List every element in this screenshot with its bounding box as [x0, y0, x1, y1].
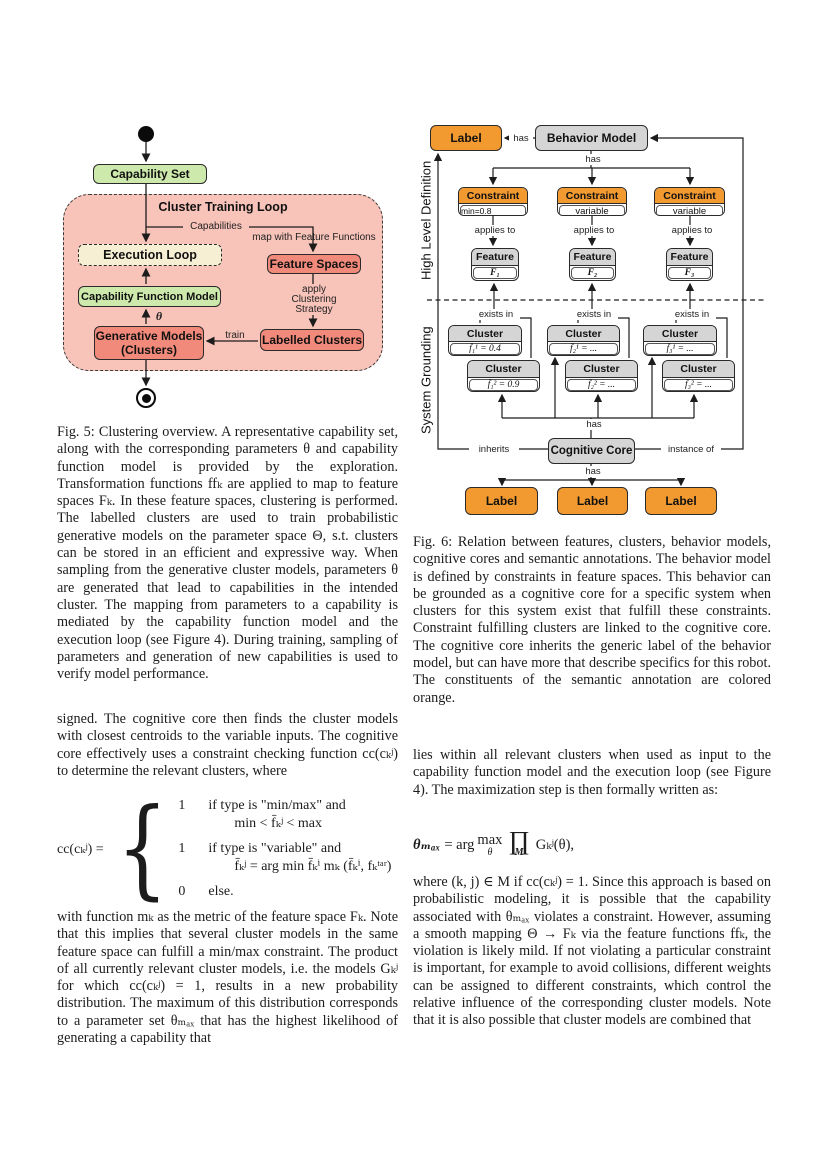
label-node-bottom-3: Label	[645, 487, 717, 515]
edge-label-has-cc-bottom: has	[581, 466, 605, 477]
left-paragraph-1: signed. The cognitive core then finds th…	[57, 711, 398, 779]
edge-label-exists-in-2: exists in	[570, 309, 618, 320]
feature-value: F₂	[571, 267, 614, 279]
equation-product: ∏ M	[508, 825, 530, 858]
cluster-title: Cluster	[468, 361, 539, 378]
axis-label-high-level-definition: High Level Definition	[418, 160, 434, 280]
cluster-node-3b: Cluster f̄₃² = ...	[662, 360, 735, 392]
constraint-value: min=0.8 max=1.0	[460, 205, 526, 215]
figure6-caption: Fig. 6: Relation between features, clust…	[413, 534, 771, 706]
equation-case-row: 1 if type is "variable" and	[178, 841, 342, 856]
feature-node-1: Feature F₁	[471, 248, 519, 281]
cluster-title: Cluster	[548, 326, 619, 342]
constraint-check-equation: cc(cₖʲ) = { 1 if type is "min/max" and m…	[57, 793, 398, 905]
generative-models-node: Generative Models (Clusters)	[94, 326, 204, 360]
edge-label-capabilities: Capabilities	[183, 221, 249, 232]
edge-label-instance-of: instance of	[661, 444, 721, 455]
end-node	[136, 388, 156, 408]
figure6-diagram: High Level Definition System Grounding L…	[415, 118, 770, 518]
equation-case-row: 0 else.	[178, 884, 234, 899]
constraint-value: variable	[559, 205, 625, 215]
cluster-value: f̄₃¹ = ...	[645, 343, 715, 355]
cluster-node-2a: Cluster f̄₂¹ = ...	[547, 325, 620, 356]
equation-case-row: f̄ₖʲ = arg min f̄ₖⁱ mₖ (f̄ₖⁱ, fₖᵗᵃʳ)	[234, 859, 392, 874]
figure5-diagram: Capability Set Cluster Training Loop Cap…	[60, 123, 390, 417]
cluster-value: f̄₂² = ...	[567, 379, 636, 391]
cluster-training-loop-title: Cluster Training Loop	[158, 200, 288, 214]
cluster-value: f̄₁¹ = 0.4	[450, 343, 520, 355]
edge-label-has-cc-top: has	[582, 419, 606, 430]
cluster-node-1a: Cluster f̄₁¹ = 0.4	[448, 325, 522, 356]
constraint-title: Constraint	[459, 188, 527, 204]
maximization-equation: θₘₐₓ = arg max θ ∏ M Gₖʲ(θ),	[413, 822, 771, 868]
edge-label-applies-to-1: applies to	[469, 225, 521, 236]
edge-label-inherits: inherits	[469, 444, 519, 455]
edge-label-apply: apply	[286, 284, 342, 295]
equation-theta-max: θₘₐₓ	[413, 837, 441, 853]
feature-node-3: Feature F₃	[666, 248, 713, 281]
figure5-caption: Fig. 5: Clustering overview. A represent…	[57, 424, 398, 683]
cluster-title: Cluster	[663, 361, 734, 378]
feature-node-2: Feature F₂	[569, 248, 616, 281]
equation-rhs: Gₖʲ(θ),	[535, 836, 575, 853]
feature-spaces-node: Feature Spaces	[267, 254, 361, 274]
constraint-title: Constraint	[655, 188, 724, 204]
edge-label-strategy: Strategy	[286, 304, 342, 315]
edge-label-clustering: Clustering	[286, 294, 342, 305]
left-paragraph-2: with function mₖ as the metric of the fe…	[57, 909, 398, 1047]
feature-title: Feature	[667, 249, 712, 266]
edge-label-exists-in-3: exists in	[668, 309, 716, 320]
generative-models-label: Generative Models	[95, 329, 203, 343]
axis-label-system-grounding: System Grounding	[418, 326, 434, 435]
feature-value: F₃	[668, 267, 711, 279]
equation-case-row: min < f̄ₖʲ < max	[234, 816, 322, 831]
feature-value: F₁	[473, 267, 517, 279]
edge-label-applies-to-3: applies to	[666, 225, 718, 236]
edge-label-has-top: has	[509, 133, 533, 144]
equation-cases: 1 if type is "min/max" and min < f̄ₖʲ < …	[178, 797, 391, 901]
edge-label-applies-to-2: applies to	[568, 225, 620, 236]
constraint-node-3: Constraint variable	[654, 187, 725, 216]
cluster-title: Cluster	[449, 326, 521, 342]
capability-set-node: Capability Set	[93, 164, 207, 184]
start-node	[138, 126, 154, 142]
edge-label-theta: θ	[155, 309, 163, 323]
feature-title: Feature	[472, 249, 518, 266]
label-node-top: Label	[430, 125, 502, 151]
constraint-value: variable	[656, 205, 723, 215]
constraint-node-1: Constraint min=0.8 max=1.0	[458, 187, 528, 216]
cluster-value: f̄₂¹ = ...	[549, 343, 618, 355]
equation-lhs: cc(cₖʲ) =	[57, 841, 104, 857]
equation-mid: = arg	[444, 836, 475, 853]
label-node-bottom-1: Label	[465, 487, 538, 515]
right-paragraph-2: where (k, j) ∈ M if cc(cₖʲ) = 1. Since t…	[413, 874, 771, 1029]
feature-title: Feature	[570, 249, 615, 266]
equation-argmax: max θ	[477, 831, 503, 858]
execution-loop-node: Execution Loop	[78, 244, 222, 266]
labelled-clusters-node: Labelled Clusters	[260, 329, 364, 351]
capability-function-model-node: Capability Function Model	[78, 286, 221, 307]
cluster-title: Cluster	[644, 326, 716, 342]
cluster-node-3a: Cluster f̄₃¹ = ...	[643, 325, 717, 356]
edge-label-exists-in-1: exists in	[472, 309, 520, 320]
right-paragraph-1: lies within all relevant clusters when u…	[413, 747, 771, 798]
generative-models-sublabel: (Clusters)	[120, 343, 177, 357]
constraint-node-2: Constraint variable	[557, 187, 627, 216]
cognitive-core-node: Cognitive Core	[548, 438, 635, 464]
cluster-value: f̄₃² = ...	[664, 379, 733, 391]
equation-brace: {	[116, 786, 168, 911]
edge-label-map-with-feature-functions: map with Feature Functions	[252, 232, 376, 243]
equation-case-row: 1 if type is "min/max" and	[178, 798, 346, 813]
edge-label-has-bm: has	[581, 154, 605, 165]
edge-label-train: train	[225, 330, 245, 341]
cluster-value: f̄₁² = 0.9	[469, 379, 538, 391]
behavior-model-node: Behavior Model	[535, 125, 648, 151]
cluster-node-2b: Cluster f̄₂² = ...	[565, 360, 638, 392]
label-node-bottom-2: Label	[557, 487, 628, 515]
cluster-title: Cluster	[566, 361, 637, 378]
constraint-title: Constraint	[558, 188, 626, 204]
cluster-node-1b: Cluster f̄₁² = 0.9	[467, 360, 540, 392]
